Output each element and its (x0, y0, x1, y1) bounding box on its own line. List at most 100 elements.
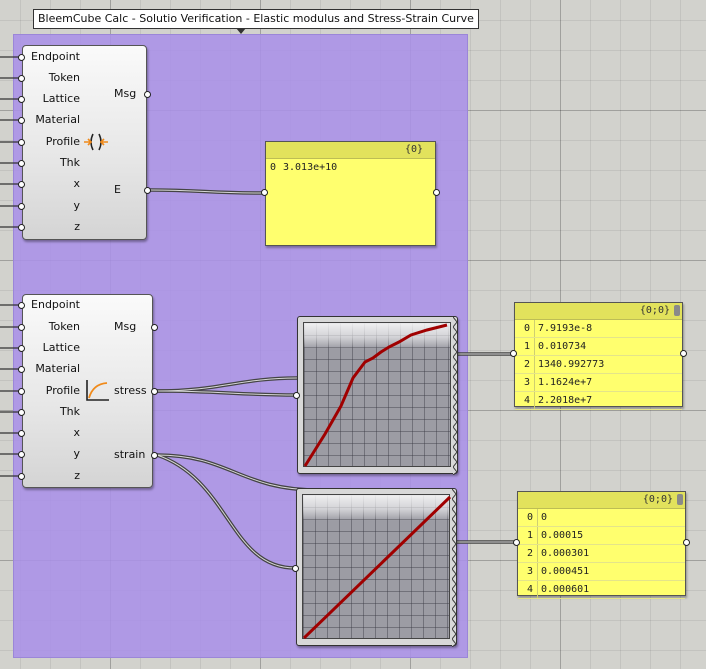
output-grip[interactable] (151, 452, 158, 459)
row-index: 4 (515, 392, 535, 409)
row-value: 0.00015 (541, 530, 584, 541)
input-param-x[interactable]: x (73, 426, 80, 439)
input-grip[interactable] (18, 75, 25, 82)
input-grip[interactable] (18, 451, 25, 458)
input-param-token[interactable]: Token (48, 71, 80, 84)
input-grip[interactable] (18, 139, 25, 146)
compress-arrows-icon (84, 133, 108, 151)
row-index: 0 (518, 509, 538, 526)
input-param-y[interactable]: y (73, 447, 80, 460)
panel-input-grip[interactable] (513, 539, 520, 546)
graph-screen (303, 322, 451, 467)
stress-curve (303, 323, 448, 467)
input-grip[interactable] (18, 430, 25, 437)
panel-row: 0 3.013e+10 (266, 159, 435, 176)
row-value: 3.013e+10 (283, 162, 338, 173)
input-grip[interactable] (18, 345, 25, 352)
panel-output-grip[interactable] (433, 189, 440, 196)
input-param-material[interactable]: Material (35, 362, 80, 375)
curve-axes-icon (86, 380, 109, 401)
row-value: 1.1624e+7 (538, 377, 593, 388)
strain-curve (302, 495, 452, 640)
strain-graph[interactable] (296, 488, 457, 647)
input-param-profile[interactable]: Profile (45, 384, 80, 397)
panel-scrollbar[interactable] (677, 494, 683, 505)
row-value: 0 (541, 512, 548, 523)
input-param-material[interactable]: Material (35, 113, 80, 126)
output-grip[interactable] (151, 324, 158, 331)
output-param-strain[interactable]: strain (114, 448, 146, 461)
panel-output-grip[interactable] (680, 350, 687, 357)
row-index: 3 (515, 374, 535, 391)
input-grip[interactable] (18, 96, 25, 103)
graph-zigzag-edge (452, 489, 457, 647)
output-param-msg[interactable]: Msg (114, 320, 137, 333)
input-grip[interactable] (18, 203, 25, 210)
input-grip[interactable] (18, 224, 25, 231)
output-param-e[interactable]: E (114, 183, 121, 196)
graph-input-grip[interactable] (292, 565, 299, 572)
output-grip[interactable] (144, 187, 151, 194)
panel-header: {0} (266, 142, 435, 159)
input-grip[interactable] (18, 473, 25, 480)
input-param-thk[interactable]: Thk (59, 156, 80, 169)
graph-input-grip[interactable] (293, 392, 300, 399)
input-param-lattice[interactable]: Lattice (42, 341, 80, 354)
output-grip[interactable] (151, 388, 158, 395)
row-index: 1 (518, 527, 538, 544)
e-value-panel[interactable]: {0} 0 3.013e+10 (265, 141, 436, 246)
row-value: 7.9193e-8 (538, 323, 593, 334)
input-grip[interactable] (18, 409, 25, 416)
input-param-z[interactable]: z (74, 220, 80, 233)
row-index: 2 (518, 545, 538, 562)
input-param-token[interactable]: Token (48, 320, 80, 333)
row-value: 2.2018e+7 (538, 395, 593, 406)
input-grip[interactable] (18, 117, 25, 124)
output-param-stress[interactable]: stress (114, 384, 147, 397)
input-param-z[interactable]: z (74, 469, 80, 482)
panel-scrollbar[interactable] (674, 305, 680, 316)
input-param-endpoint[interactable]: Endpoint (31, 50, 80, 63)
input-param-y[interactable]: y (73, 199, 80, 212)
stress-curve-line (303, 323, 448, 467)
output-param-msg[interactable]: Msg (114, 87, 137, 100)
output-grip[interactable] (144, 91, 151, 98)
input-grip[interactable] (18, 302, 25, 309)
panel-header: {0;0} (518, 492, 685, 509)
panel-input-grip[interactable] (510, 350, 517, 357)
input-grip[interactable] (18, 160, 25, 167)
stress-graph[interactable] (297, 316, 458, 475)
panel-header: {0;0} (515, 303, 682, 320)
input-param-thk[interactable]: Thk (59, 405, 80, 418)
input-grip[interactable] (18, 324, 25, 331)
row-index: 2 (515, 356, 535, 373)
panel-output-grip[interactable] (683, 539, 690, 546)
row-value: 1340.992773 (538, 359, 605, 370)
input-grip[interactable] (18, 366, 25, 373)
row-value: 0.010734 (538, 341, 587, 352)
input-param-profile[interactable]: Profile (45, 135, 80, 148)
panel-input-grip[interactable] (261, 189, 268, 196)
group-title-pointer (236, 28, 246, 34)
input-param-x[interactable]: x (73, 177, 80, 190)
input-grip[interactable] (18, 54, 25, 61)
input-param-lattice[interactable]: Lattice (42, 92, 80, 105)
strain-curve-line (302, 495, 452, 640)
input-grip[interactable] (18, 388, 25, 395)
row-value: 0.000301 (541, 548, 590, 559)
row-index: 0 (269, 162, 276, 173)
group-title[interactable]: BleemCube Calc - Solutio Verification - … (33, 9, 479, 34)
input-param-endpoint[interactable]: Endpoint (31, 298, 80, 311)
input-grip[interactable] (18, 181, 25, 188)
